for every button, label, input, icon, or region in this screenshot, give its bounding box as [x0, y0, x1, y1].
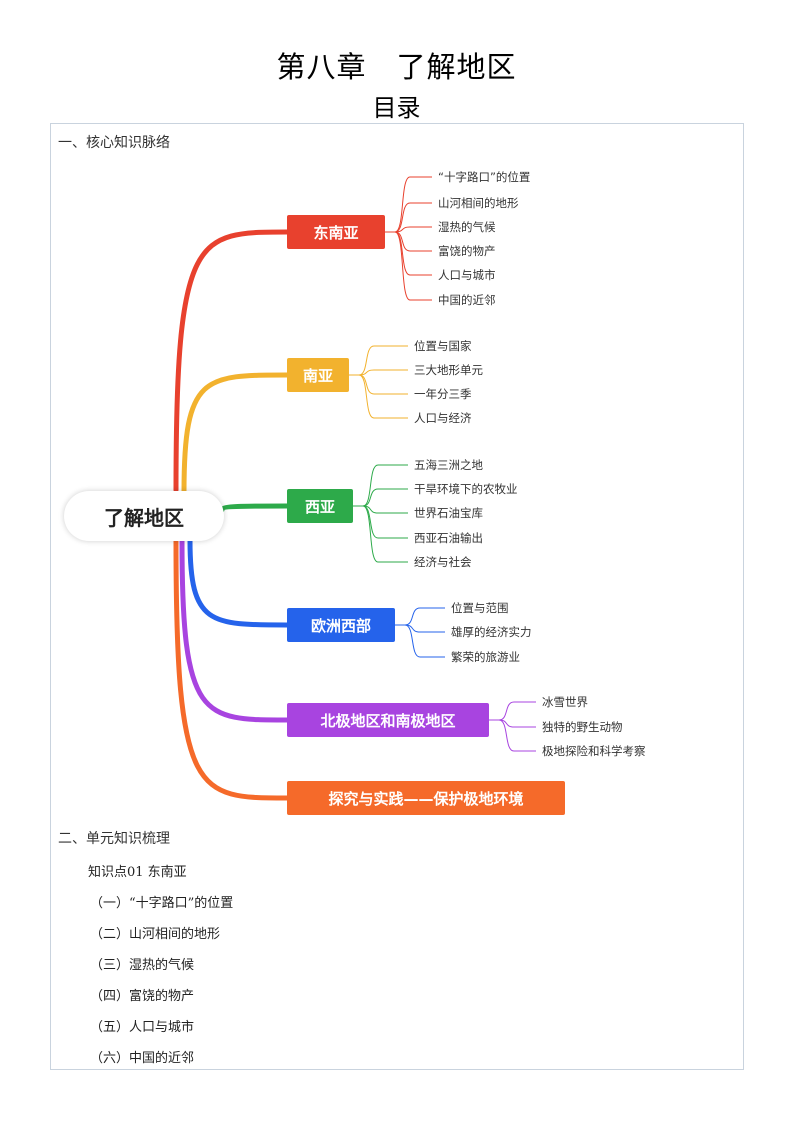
mindmap-center-node: 了解地区 — [64, 491, 224, 541]
toc-item: （一）“十字路口”的位置 — [90, 896, 234, 911]
toc-heading: 知识点01 东南亚 — [88, 865, 187, 880]
mindmap-leaf: 三大地形单元 — [414, 363, 483, 377]
mindmap-leaf: 位置与国家 — [414, 339, 472, 353]
toc-item: （二）山河相间的地形 — [90, 927, 221, 942]
mindmap-leaf: 山河相间的地形 — [438, 196, 519, 210]
leaf-connector — [349, 345, 408, 376]
toc-item: （四）富饶的物产 — [90, 989, 195, 1004]
page-subtitle: 目录 — [372, 94, 421, 122]
toc-item: （三）湿热的气候 — [90, 958, 195, 973]
mindmap-branch-node: 北极地区和南极地区 — [287, 703, 489, 737]
toc-item: （五）人口与城市 — [90, 1020, 195, 1035]
leaf-connector — [349, 369, 408, 376]
leaf-connector — [385, 231, 432, 276]
leaf-connector — [349, 374, 408, 419]
mindmap-leaf: 位置与范围 — [451, 601, 509, 615]
leaf-connector — [353, 488, 408, 507]
content-frame — [50, 123, 744, 1070]
mindmap-branch-node: 欧洲西部 — [287, 608, 395, 642]
leaf-connector — [385, 231, 432, 301]
leaf-connector — [385, 176, 432, 233]
mindmap-leaf: 独特的野生动物 — [542, 720, 623, 734]
branch-connector — [219, 503, 290, 513]
mindmap-leaf: 中国的近邻 — [438, 293, 496, 307]
mindmap-leaf: 经济与社会 — [414, 555, 472, 569]
mindmap-leaf: 人口与经济 — [414, 411, 472, 425]
leaf-connector — [489, 719, 536, 728]
toc-item: （六）中国的近邻 — [90, 1051, 195, 1066]
branch-connector — [173, 229, 290, 493]
leaf-connector — [489, 719, 536, 752]
mindmap-leaf: 繁荣的旅游业 — [451, 650, 520, 664]
mindmap-leaf: 干旱环境下的农牧业 — [414, 482, 518, 496]
mindmap-leaf: 人口与城市 — [438, 268, 496, 282]
branch-connector — [173, 538, 290, 801]
mindmap-leaf: 湿热的气候 — [438, 220, 496, 234]
leaf-connector — [395, 607, 445, 626]
mindmap-leaf: 一年分三季 — [414, 387, 472, 401]
branch-connector — [187, 537, 290, 628]
mindmap-leaf: 富饶的物产 — [438, 244, 496, 258]
mindmap-leaf: 世界石油宝库 — [414, 506, 483, 520]
branch-connector — [179, 538, 290, 723]
mindmap-leaf: 冰雪世界 — [542, 695, 588, 709]
mindmap-leaf: 五海三洲之地 — [414, 458, 483, 472]
leaf-connector — [395, 624, 445, 658]
leaf-connector — [385, 231, 432, 252]
leaf-connector — [353, 505, 408, 539]
mindmap-branch-node: 西亚 — [287, 489, 353, 523]
leaf-connector — [353, 505, 408, 563]
section-heading-1: 一、核心知识脉络 — [58, 135, 170, 151]
leaf-connector — [353, 505, 408, 514]
page-title: 第八章 了解地区 — [276, 50, 517, 84]
leaf-connector — [353, 464, 408, 507]
mindmap-branch-node: 探究与实践——保护极地环境 — [287, 781, 565, 815]
mindmap-leaf: 雄厚的经济实力 — [451, 625, 532, 639]
leaf-connector — [385, 202, 432, 233]
leaf-connector — [385, 226, 432, 233]
mindmap-leaf: “十字路口”的位置 — [438, 170, 531, 184]
branch-connector — [181, 372, 290, 495]
mindmap-leaf: 极地探险和科学考察 — [542, 744, 646, 758]
mindmap-branch-node: 东南亚 — [287, 215, 385, 249]
section-heading-2: 二、单元知识梳理 — [58, 831, 170, 847]
leaf-connector — [349, 374, 408, 395]
mindmap-branch-node: 南亚 — [287, 358, 349, 392]
leaf-connector — [395, 624, 445, 633]
mindmap-leaf: 西亚石油输出 — [414, 531, 483, 545]
leaf-connector — [489, 701, 536, 721]
